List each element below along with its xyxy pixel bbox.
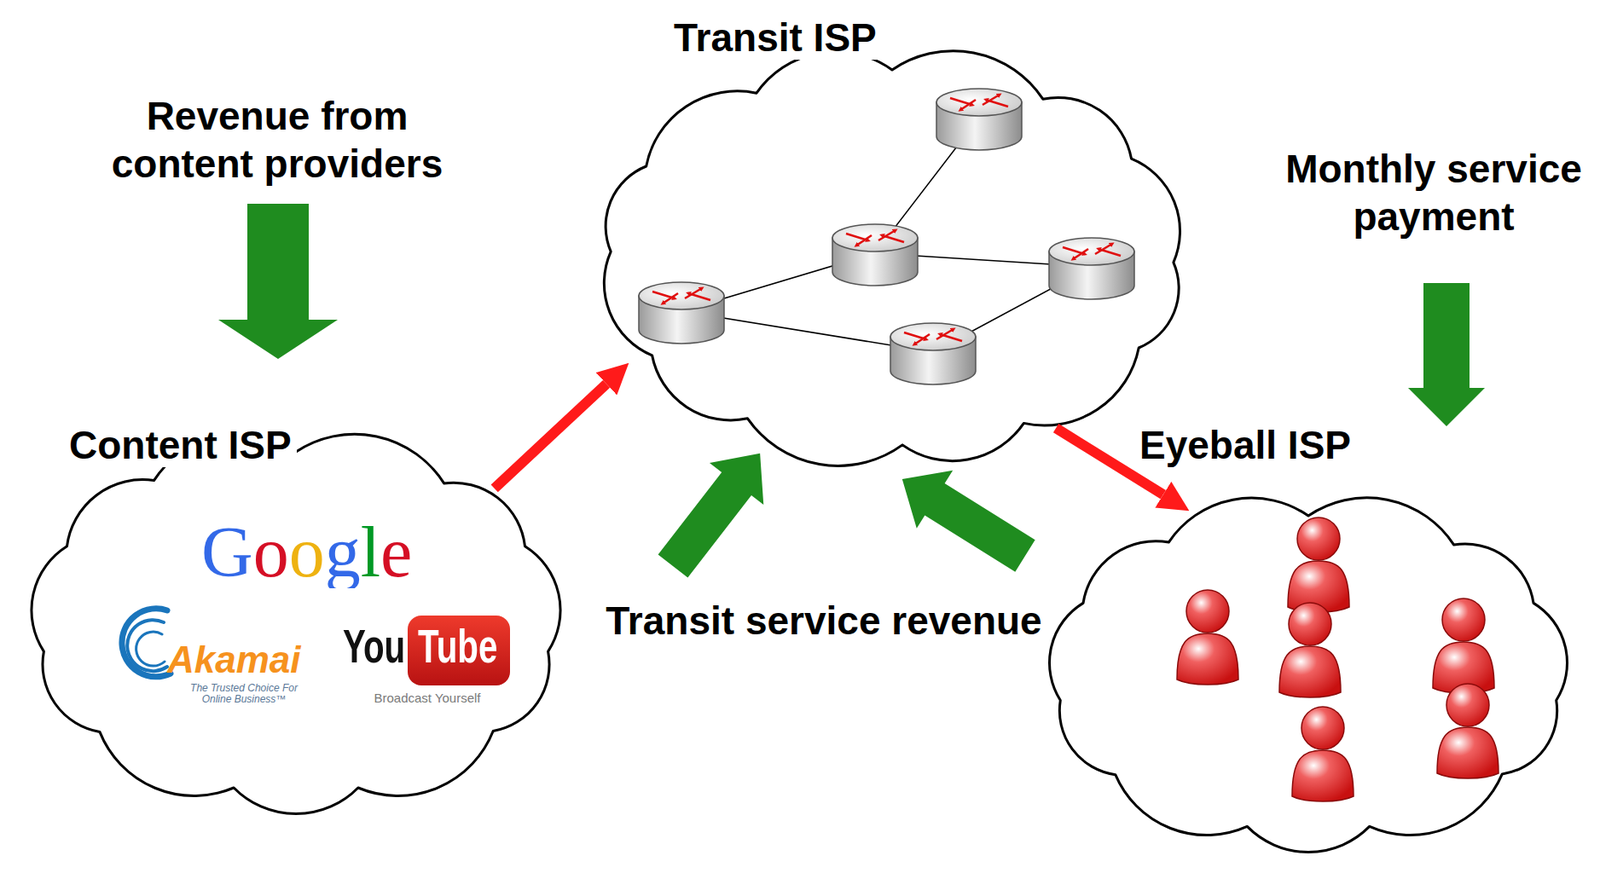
cloud-outline (1049, 498, 1568, 853)
cloud-outline (603, 51, 1180, 467)
isp-cloud: Eyeball ISP (1020, 417, 1597, 870)
logo-text: You (342, 622, 406, 671)
traffic-arrow (494, 383, 607, 489)
router-symbols (638, 88, 1135, 385)
flow-label: Revenue from content providers (98, 92, 457, 188)
traffic-arrow (1055, 428, 1164, 495)
node-title: Transit ISP (668, 15, 882, 60)
user-figures (1176, 517, 1499, 802)
isp-cloud: Transit ISP (576, 10, 1200, 482)
cloud-outline (10, 417, 577, 811)
node-title: Eyeball ISP (1134, 423, 1357, 468)
cloud-outline (1020, 417, 1597, 870)
router-links (681, 117, 1092, 353)
logo-tagline: Broadcast Yourself (373, 690, 481, 706)
akamai-swoosh (121, 608, 171, 678)
logo-text: Google (201, 516, 412, 589)
logo-text: Tube (417, 622, 498, 671)
node-title: Content ISP (63, 423, 297, 468)
cloud-outline (576, 10, 1200, 482)
logo-text: Akamai (167, 641, 302, 679)
flow-label: Monthly service payment (1275, 144, 1592, 241)
isp-cloud: Content ISP (10, 417, 577, 811)
revenue-arrows (218, 203, 1485, 587)
cloud-outline (31, 434, 561, 814)
logo-tagline: The Trusted Choice For Online Business™ (184, 683, 304, 706)
youtube-box (407, 615, 511, 686)
flow-label: Transit service revenue (605, 597, 1042, 645)
